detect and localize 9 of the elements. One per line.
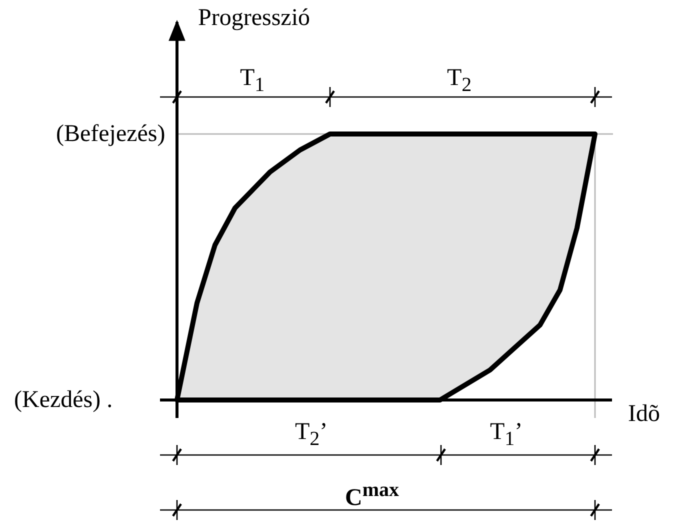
level-label: (Befejezés) [56,120,166,148]
interval-label: T$_{2}$ [447,64,472,98]
interval-label: T$_{1}$ [240,64,265,98]
interval-label: T$_{2}$’ [295,418,328,452]
axis-label: Progresszió [198,4,310,32]
level-label: (Kezdés) . [14,386,113,414]
interval-label: C$^{max}$ [345,478,400,512]
interval-label: T$_{1}$’ [490,418,523,452]
axis-label: Idõ [628,400,660,428]
